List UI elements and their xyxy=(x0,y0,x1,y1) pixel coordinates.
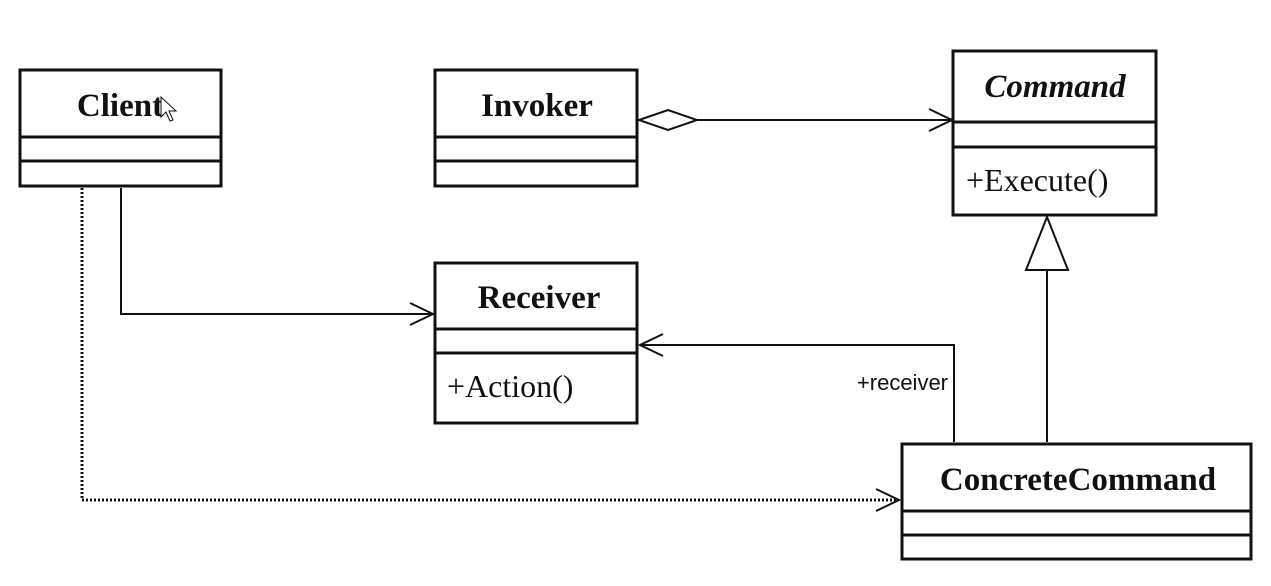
relation-concrete-command-command-generalization xyxy=(1024,214,1070,442)
class-client-name: Client xyxy=(77,88,163,124)
class-command-name: Command xyxy=(984,69,1126,105)
relation-client-receiver xyxy=(120,188,436,326)
class-concrete-command-name: ConcreteCommand xyxy=(940,462,1216,498)
class-command[interactable]: Command +Execute() xyxy=(951,49,1158,217)
relation-concrete-command-receiver: +receiver xyxy=(637,333,955,442)
open-arrowhead-icon xyxy=(928,108,955,132)
relation-client-concrete-command xyxy=(80,188,902,512)
class-invoker[interactable]: Invoker xyxy=(433,68,639,188)
open-arrowhead-icon xyxy=(875,488,902,512)
class-receiver-operation: +Action() xyxy=(447,368,573,404)
class-concrete-command[interactable]: ConcreteCommand xyxy=(900,442,1253,561)
class-receiver-name: Receiver xyxy=(478,280,601,316)
open-arrowhead-icon xyxy=(637,333,664,357)
open-arrowhead-icon xyxy=(409,302,436,326)
aggregation-diamond-icon xyxy=(635,108,701,132)
receiver-role-label: +receiver xyxy=(857,370,948,395)
class-client[interactable]: Client xyxy=(18,68,223,188)
relation-invoker-command-aggregation xyxy=(635,108,955,132)
class-command-operation: +Execute() xyxy=(966,162,1108,198)
class-invoker-name: Invoker xyxy=(481,88,593,124)
generalization-triangle-icon xyxy=(1024,214,1070,271)
class-receiver[interactable]: Receiver +Action() xyxy=(433,261,639,425)
mouse-pointer-icon xyxy=(160,95,178,122)
